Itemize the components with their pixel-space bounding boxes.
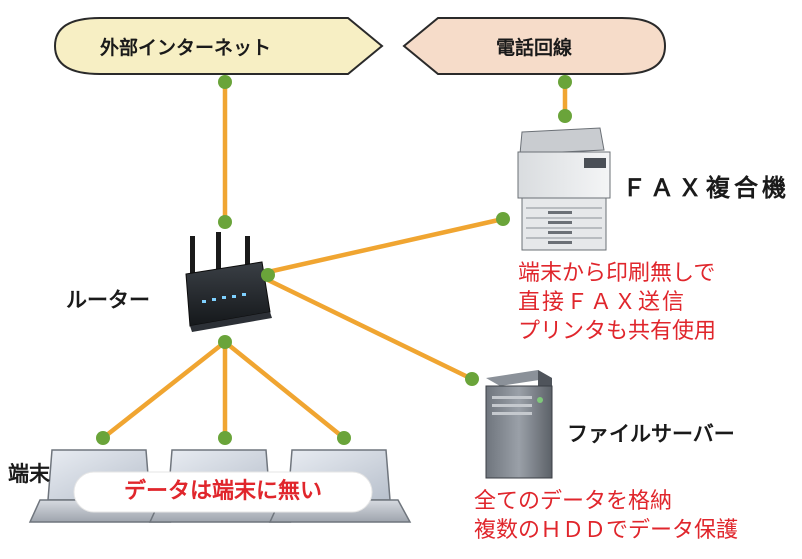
file-server-image [485,370,553,479]
dot-fax-top [558,109,572,123]
dot-fax-left [496,212,510,226]
phone-line-label: 電話回線 [496,37,573,59]
fax-multifunction-image [517,127,611,251]
terminal-label: 端末 [8,462,50,486]
terminal-callout-text: データは端末に無い [123,479,322,504]
dot-terminal-1 [96,431,110,445]
phone-line-bubble [402,17,667,75]
node-dots [96,75,572,445]
server-notes: 全てのデータを格納 複数のＨＤＤでデータ保護 [474,487,738,545]
router-image [185,232,272,332]
internet-label: 外部インターネット [100,37,272,59]
server-note-line-2: 複数のＨＤＤでデータ保護 [474,518,739,543]
dot-router-top [218,215,232,229]
dot-phone-line [558,75,572,89]
fax-notes: 端末から印刷無しで 直接ＦＡＸ送信 プリンタも共有使用 [518,259,716,346]
link-router-server [265,277,475,382]
fax-note-line-2: 直接ＦＡＸ送信 [518,290,687,315]
link-router-terminal-1 [100,339,228,441]
fax-label: ＦＡＸ複合機 [622,174,790,202]
dot-internet [218,75,232,89]
connection-lines [100,79,568,441]
link-router-fax [265,216,506,275]
internet-bubble [53,17,384,75]
server-note-line-1: 全てのデータを格納 [474,489,673,514]
terminal-callout-bubble [73,471,373,513]
dot-terminal-2 [218,431,232,445]
dot-server [465,372,479,386]
dot-terminal-3 [337,431,351,445]
file-server-label: ファイルサーバー [567,422,735,446]
fax-note-line-1: 端末から印刷無しで [518,261,716,286]
dot-router-right [261,268,275,282]
link-router-terminal-3 [222,339,347,441]
fax-note-line-3: プリンタも共有使用 [518,319,717,344]
dot-router-bottom [218,335,232,349]
router-label: ルーター [66,288,150,312]
